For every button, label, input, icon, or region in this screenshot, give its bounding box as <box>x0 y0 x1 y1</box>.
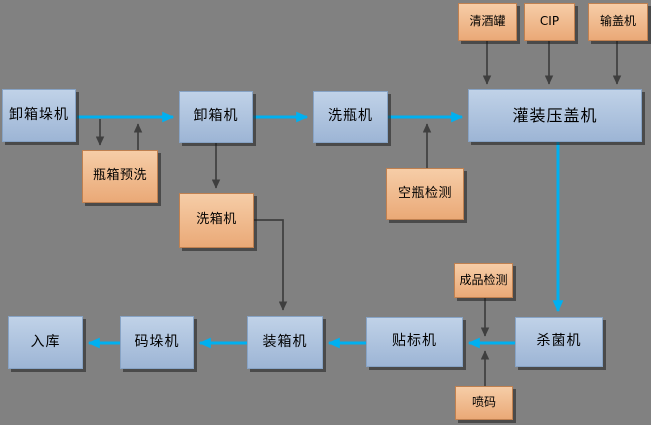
node-label: 卸箱垛机 <box>9 106 69 123</box>
node-label: 瓶箱预洗 <box>92 168 147 184</box>
node-warehouse[interactable]: 入库 <box>8 316 83 369</box>
node-filler-capper[interactable]: 灌装压盖机 <box>468 89 642 142</box>
node-label: 成品检测 <box>459 272 508 287</box>
node-palletizer[interactable]: 码垛机 <box>120 316 194 369</box>
node-pasteurizer[interactable]: 杀菌机 <box>515 317 603 367</box>
node-label: 喷码 <box>471 395 496 410</box>
node-product-inspection[interactable]: 成品检测 <box>454 263 513 298</box>
node-label: 洗瓶机 <box>328 108 373 125</box>
node-empty-inspection[interactable]: 空瓶检测 <box>386 168 464 220</box>
node-label: 空瓶检测 <box>397 185 452 201</box>
node-label: 码垛机 <box>134 333 180 350</box>
node-unload-palletizer[interactable]: 卸箱垛机 <box>2 89 76 142</box>
node-case-packer[interactable]: 装箱机 <box>247 316 323 369</box>
node-label: 入库 <box>30 333 61 350</box>
node-bright-beer-tank[interactable]: 清酒罐 <box>458 3 517 41</box>
node-labeler[interactable]: 贴标机 <box>366 317 463 367</box>
node-label: 清酒罐 <box>469 14 506 29</box>
node-cip[interactable]: CIP <box>524 3 575 41</box>
node-label: 输盖机 <box>599 14 636 29</box>
node-label: 贴标机 <box>392 333 437 350</box>
node-bottle-washer[interactable]: 洗瓶机 <box>313 91 388 143</box>
node-crate-washer[interactable]: 洗箱机 <box>179 193 254 248</box>
node-decrater[interactable]: 卸箱机 <box>179 91 253 143</box>
node-label: 杀菌机 <box>536 333 582 350</box>
node-inkjet-coder[interactable]: 喷码 <box>455 386 513 420</box>
node-label: 卸箱机 <box>193 108 239 125</box>
node-cap-feeder[interactable]: 输盖机 <box>588 3 648 41</box>
edge-crate-washer-to-case-packer <box>254 219 288 311</box>
node-label: CIP <box>539 14 560 29</box>
node-label: 洗箱机 <box>196 212 237 228</box>
node-crate-prewash[interactable]: 瓶箱预洗 <box>82 150 158 203</box>
node-label: 装箱机 <box>262 333 308 350</box>
node-label: 灌装压盖机 <box>512 105 598 125</box>
